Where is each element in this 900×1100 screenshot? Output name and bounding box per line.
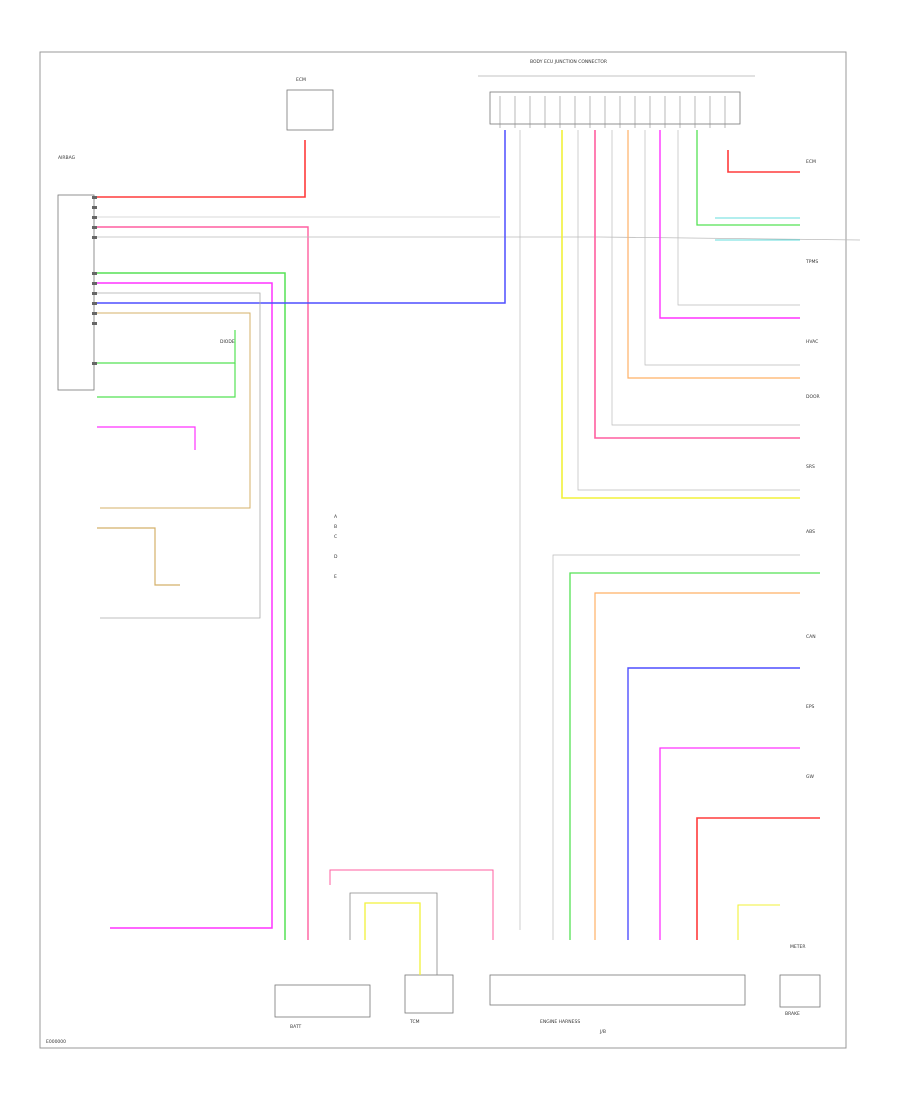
label-note-e: E [334, 575, 337, 580]
wire-red-left [97, 140, 306, 198]
label-bottom-2: J/B [600, 1030, 606, 1035]
right-label-9: METER [790, 945, 806, 950]
top-connector-block [489, 91, 741, 125]
wire-yellow-lower [737, 904, 780, 940]
wire-magenta-left [97, 282, 273, 929]
wire-green-left [97, 272, 286, 940]
wire-pink-left [97, 226, 309, 940]
wire-green-lower [569, 572, 820, 940]
wire-gray-right-2 [644, 130, 800, 366]
label-note-b: B [334, 525, 338, 530]
wire-blue-left [97, 130, 506, 304]
bottom-box-mid [404, 974, 454, 1014]
right-label-6: CAN [806, 635, 816, 640]
label-diode: DIODE [220, 340, 235, 345]
wire-orange-lower [594, 592, 800, 940]
right-label-1: TPMS [806, 260, 819, 265]
label-top-connector: BODY ECU JUNCTION CONNECTOR [530, 60, 608, 65]
left-module-pins [92, 196, 97, 365]
wire-yellow-right [561, 130, 800, 499]
label-top-module: ECM [296, 78, 306, 83]
label-bottom-3: BRAKE [785, 1012, 800, 1017]
label-harness: ENGINE HARNESS [540, 1020, 581, 1025]
wire-yellow-bottom [364, 902, 421, 975]
wire-green-right [696, 130, 800, 226]
page-code: E000000 [46, 1040, 67, 1045]
right-label-7: EPS [806, 705, 815, 710]
wire-orange-right [627, 130, 800, 379]
wire-gray-long [97, 236, 861, 241]
wire-gray-left-2 [97, 292, 261, 619]
wire-pink-bottom [329, 869, 494, 940]
wire-green-short [97, 330, 236, 398]
top-connector-pins [499, 96, 726, 128]
right-label-2: HVAC [806, 340, 819, 345]
wire-pink-right [594, 130, 800, 439]
wire-red-right [727, 150, 800, 173]
wire-gray-right-3 [611, 130, 800, 426]
wire-tan-left [97, 312, 251, 509]
label-note-d: D [334, 555, 338, 560]
label-note-a: A [334, 515, 338, 520]
right-label-4: SRS [806, 465, 815, 470]
wire-gray-bottom [349, 892, 438, 975]
wire-magenta-right [659, 130, 800, 319]
bottom-box-left [274, 984, 371, 1018]
label-left-module: AIRBAG [58, 156, 76, 161]
bottom-box-right [779, 974, 821, 1008]
bottom-harness [489, 974, 746, 1006]
wire-cyan-right [715, 217, 800, 241]
label-bottom-0: BATT [290, 1025, 302, 1030]
right-label-3: DOOR [806, 395, 820, 400]
wire-red-lower [696, 817, 820, 940]
wire-blue-lower [627, 667, 800, 940]
wire-gray-right-4 [577, 130, 800, 491]
label-note-c: C [334, 535, 338, 540]
wire-magenta-lower [659, 747, 800, 940]
label-bottom-1: TCM [410, 1020, 420, 1025]
right-label-0: ECM [806, 160, 816, 165]
wire-gray-right-1 [677, 130, 800, 306]
right-label-8: GW [806, 775, 814, 780]
wire-magenta-short [97, 426, 196, 450]
left-module-box [57, 194, 95, 391]
top-center-box [286, 89, 334, 131]
wire-gray-lower [552, 554, 800, 940]
diagram-frame [39, 51, 847, 1049]
wire-tan-mid [97, 527, 180, 586]
right-label-5: ABS [806, 530, 815, 535]
